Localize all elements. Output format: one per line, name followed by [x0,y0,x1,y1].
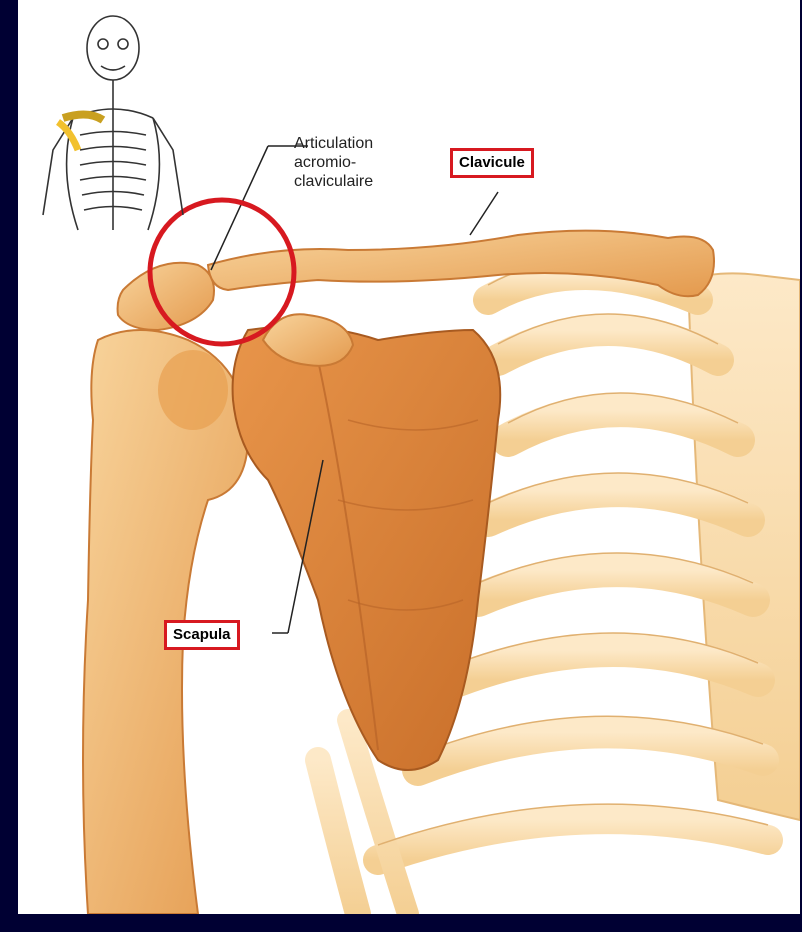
illustration-panel: Articulation acromio- claviculaire Clavi… [18,0,800,914]
scapula-label: Scapula [164,620,240,650]
clavicle-leader [470,192,498,235]
scapula-bone [233,327,501,770]
shoulder-anatomy-illustration [18,0,800,914]
clavicle-label: Clavicule [450,148,534,178]
skeleton-icon [43,16,183,230]
ac-joint-label-line3: claviculaire [294,172,373,191]
ac-joint-label: Articulation acromio- claviculaire [294,134,373,191]
ac-joint-label-line1: Articulation [294,134,373,153]
ac-joint-label-line2: acromio- [294,153,373,172]
